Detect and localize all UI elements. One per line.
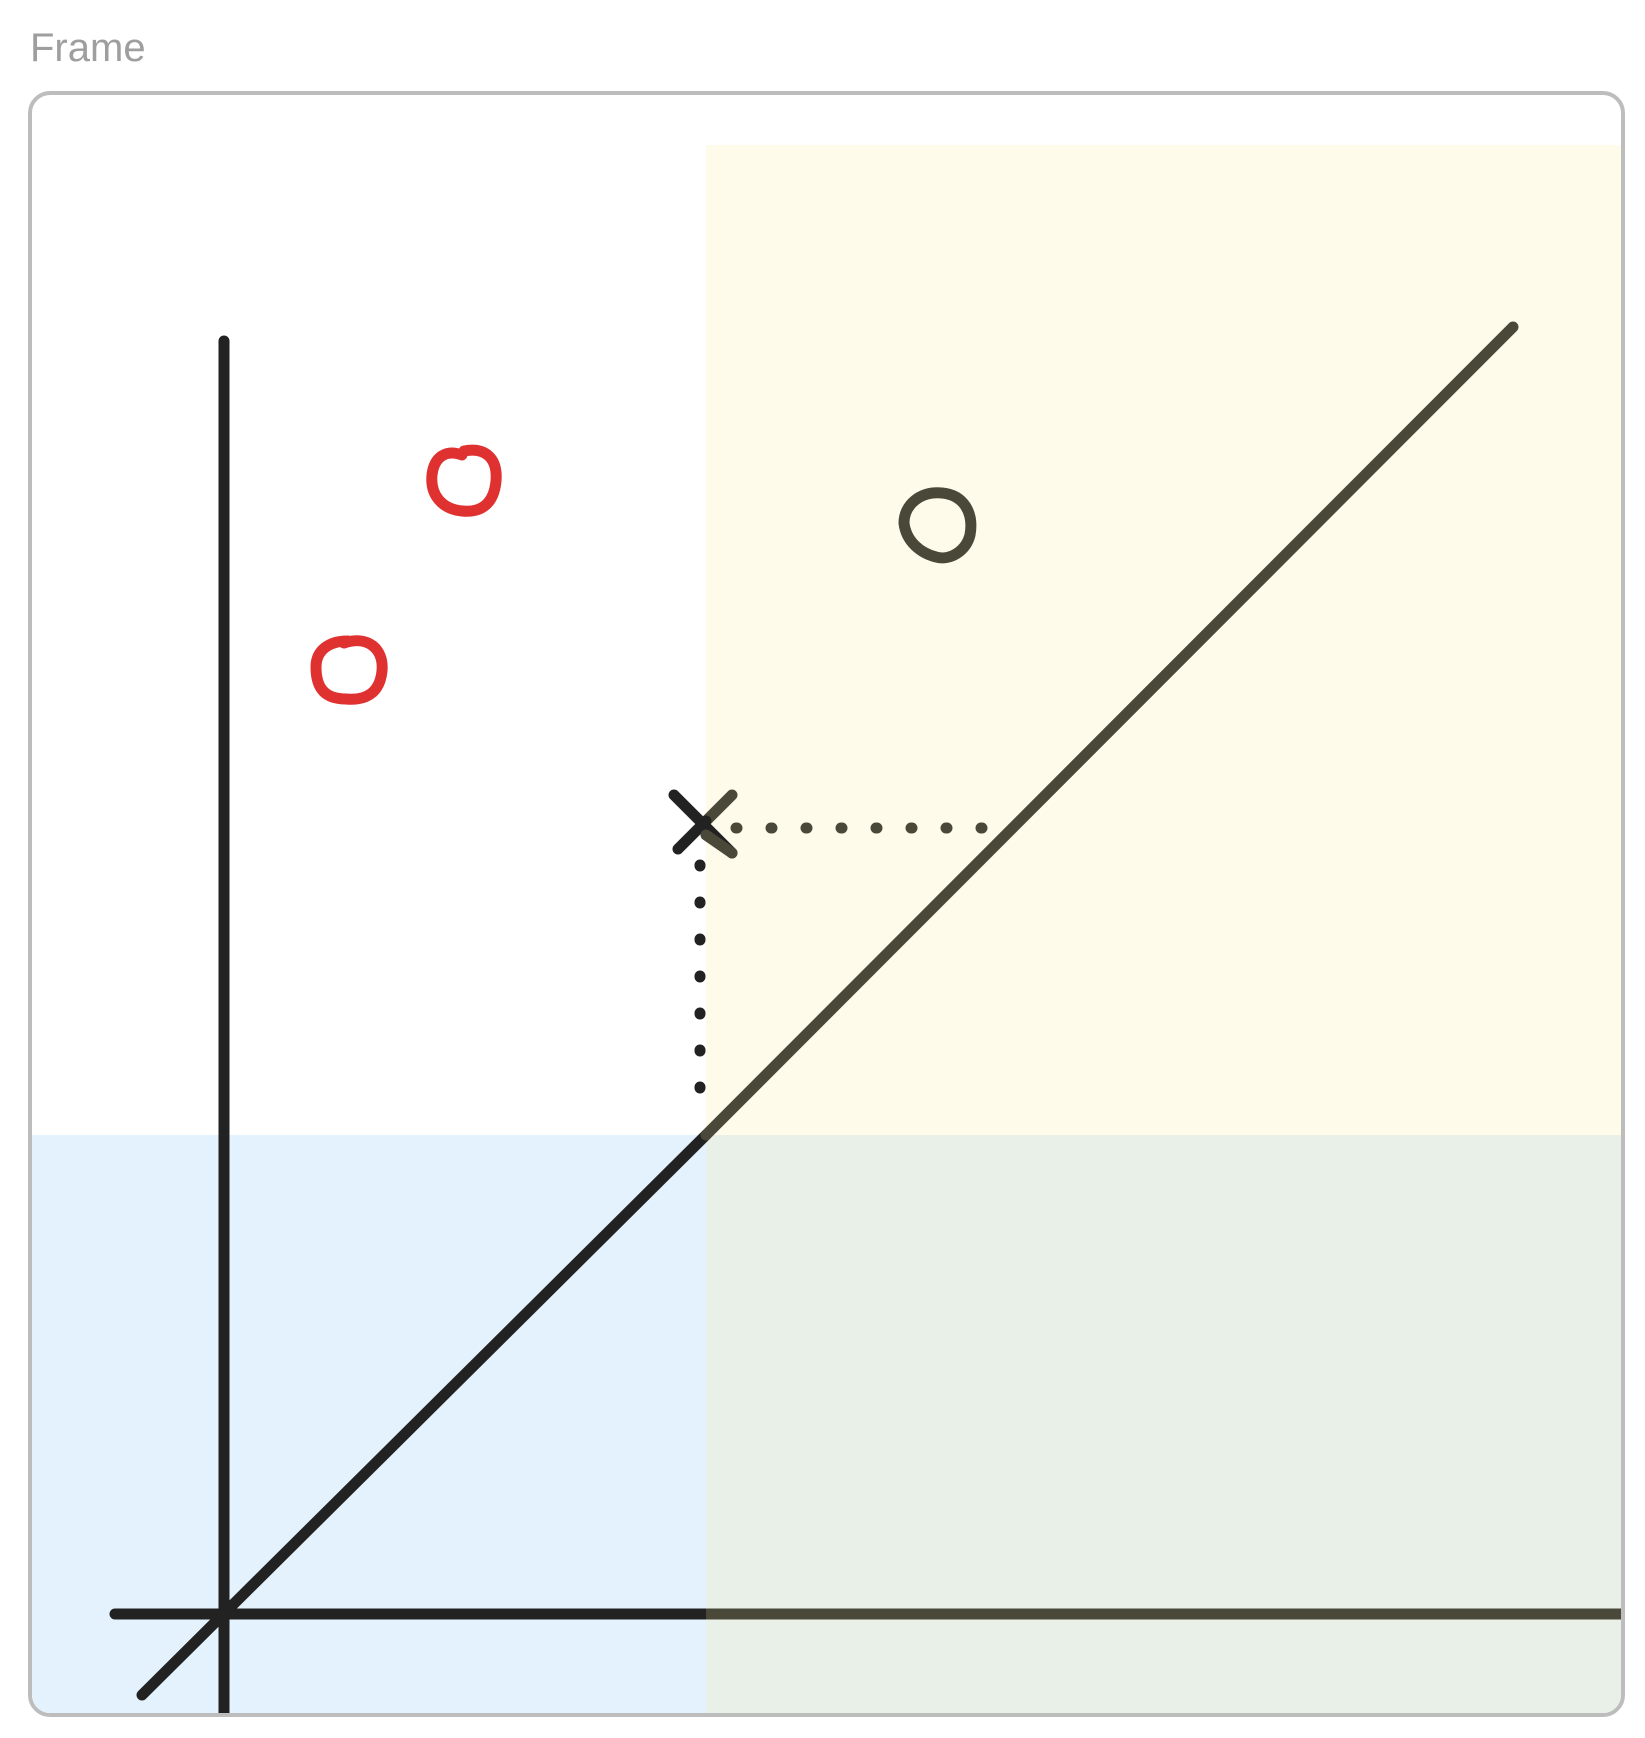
region-lower-left [32, 1135, 706, 1713]
region-upper-right [706, 145, 1621, 1135]
x-mark-icon[interactable] [668, 789, 738, 859]
red-circle-icon[interactable] [426, 444, 502, 517]
drawing-canvas[interactable] [32, 95, 1621, 1713]
red-circle-icon[interactable] [310, 635, 388, 705]
region-lower-right [706, 1135, 1621, 1713]
diagonal-line-upper [700, 321, 1519, 1141]
frame-label: Frame [30, 26, 146, 70]
olive-circle-icon[interactable] [898, 487, 977, 564]
frame[interactable] [28, 91, 1625, 1717]
diagonal-line-lower [136, 1129, 712, 1701]
